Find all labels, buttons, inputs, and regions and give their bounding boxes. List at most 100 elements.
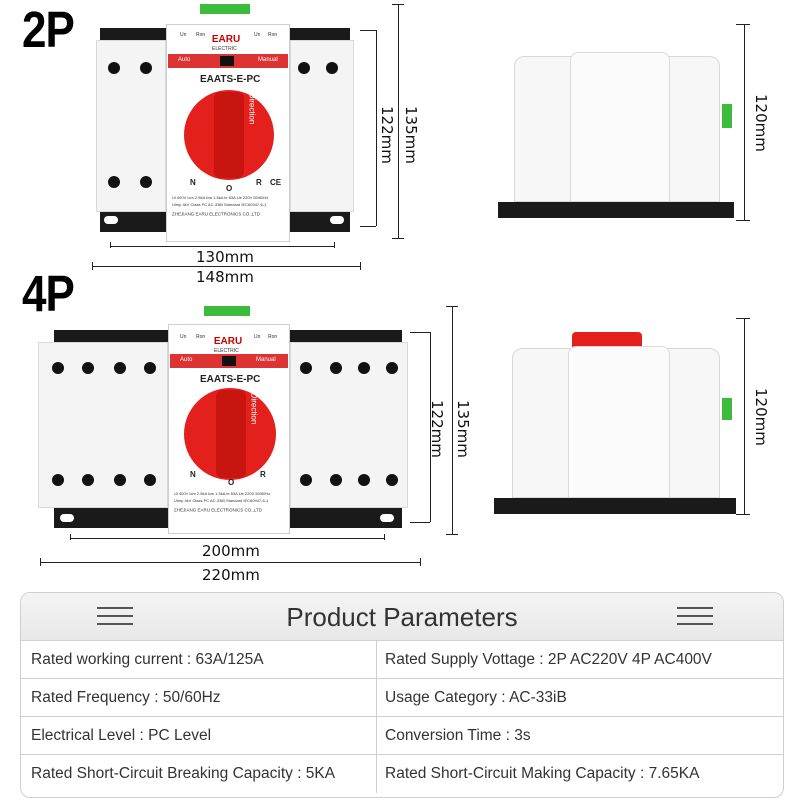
brand-sub: ELECTRIC: [212, 46, 237, 52]
ron-label: Ron: [268, 334, 278, 340]
terminal-icon: [52, 474, 64, 486]
terminal-icon: [300, 474, 312, 486]
table-row: Electrical Level : PC Level Conversion T…: [21, 717, 783, 755]
dim-line: [110, 242, 111, 248]
mode-switch-icon[interactable]: [220, 56, 234, 66]
un-label: Un: [180, 32, 187, 38]
brand-logo: EARU: [213, 336, 243, 347]
terminal-icon: [82, 474, 94, 486]
terminal-icon: [114, 362, 126, 374]
terminal-icon: [108, 62, 120, 74]
dim-line: [410, 332, 430, 333]
dim-outer-height-4p: 135mm: [454, 400, 472, 458]
ron-label: Ron: [196, 334, 206, 340]
terminal-icon: [300, 362, 312, 374]
position-n-label: N: [190, 178, 196, 187]
spec-line-1: Ui 400V Icm 2.5kA Icw 1.5kA Ie 63A Ue 22…: [172, 196, 269, 201]
parameters-title: Product Parameters: [286, 602, 518, 632]
terminal-icon: [144, 362, 156, 374]
dim-side-height-2p: 120mm: [752, 94, 770, 152]
dim-outer-height-2p: 135mm: [402, 106, 420, 164]
brand-sub: ELECTRIC: [214, 348, 239, 354]
side-view-cap-4p: [568, 346, 670, 498]
side-view-base-2p: [498, 202, 734, 218]
dim-inner-width-4p: 200mm: [202, 542, 260, 560]
un-label: Un: [254, 334, 261, 340]
ron-label: Ron: [196, 32, 206, 38]
un-label: Un: [180, 334, 187, 340]
auto-label: Auto: [178, 57, 191, 63]
param-cell: Conversion Time : 3s: [385, 727, 531, 744]
variant-label-2p: 2P: [22, 2, 75, 59]
menu-lines-icon: [677, 605, 713, 629]
dim-line: [376, 30, 377, 226]
parameters-header: Product Parameters: [21, 593, 783, 641]
dim-line: [360, 262, 361, 270]
param-cell: Rated working current : 63A/125A: [21, 641, 377, 679]
side-connector-icon: [722, 398, 732, 420]
spec-line-2: Uimp 4kV Class PC AC-33iB Standard IEC60…: [174, 499, 269, 504]
dim-line: [446, 534, 458, 535]
manual-label: Manual: [258, 57, 278, 63]
terminal-icon: [82, 362, 94, 374]
position-n-label: N: [190, 470, 196, 479]
manual-label: Manual: [256, 357, 276, 363]
dim-line: [384, 534, 385, 540]
knob-handle[interactable]: [214, 92, 244, 178]
table-row: Rated Short-Circuit Breaking Capacity : …: [21, 755, 783, 793]
mount-hole-left: [60, 514, 74, 522]
dim-line: [420, 558, 421, 566]
dim-line: [736, 24, 750, 25]
dim-side-height-4p: 120mm: [752, 388, 770, 446]
mount-hole-left: [104, 216, 118, 224]
model-label: EAATS-E-PC: [200, 74, 261, 85]
dim-line: [92, 266, 360, 267]
terminal-icon: [358, 474, 370, 486]
param-cell: Electrical Level : PC Level: [21, 717, 377, 755]
param-cell: Rated Frequency : 50/60Hz: [21, 679, 377, 717]
position-r-label: R: [260, 470, 266, 479]
table-row: Rated working current : 63A/125A Rated S…: [21, 641, 783, 679]
param-cell: Usage Category : AC-33iB: [385, 689, 567, 706]
variant-label-4p: 4P: [22, 266, 75, 323]
dim-line: [744, 318, 745, 514]
pole-left-2p: [96, 40, 166, 212]
dim-line: [430, 332, 431, 522]
spec-line-1: Ui 400V Icm 2.5kA Icw 1.5kA Ie 63A Ue 22…: [174, 492, 271, 497]
un-label: Un: [254, 32, 261, 38]
param-cell: Rated Short-Circuit Making Capacity : 7.…: [385, 765, 700, 782]
maker-label: ZHEJIANG EARU ELECTRONICS CO.,LTD: [174, 508, 262, 514]
model-label: EAATS-E-PC: [200, 374, 261, 385]
param-cell: Rated Short-Circuit Breaking Capacity : …: [21, 755, 377, 793]
menu-lines-icon: [97, 605, 133, 629]
terminal-icon: [114, 474, 126, 486]
brand-logo: EARU: [211, 34, 241, 45]
mount-hole-right: [380, 514, 394, 522]
control-connector: [204, 306, 250, 316]
dim-line: [398, 4, 399, 238]
dim-line: [360, 30, 376, 31]
terminal-icon: [330, 474, 342, 486]
dim-line: [736, 220, 750, 221]
terminal-icon: [52, 362, 64, 374]
dim-line: [70, 538, 384, 539]
dim-line: [736, 514, 750, 515]
side-view-cap-2p: [570, 52, 670, 202]
position-o-label: O: [226, 184, 233, 193]
dim-line: [334, 242, 335, 248]
ce-mark: CE: [270, 178, 282, 187]
dim-line: [452, 306, 453, 534]
spec-line-2: Uimp 4kV Class PC AC-33iB Standard IEC60…: [172, 203, 267, 208]
terminal-icon: [140, 176, 152, 188]
mode-switch-icon[interactable]: [222, 356, 236, 366]
terminal-icon: [326, 62, 338, 74]
table-row: Rated Frequency : 50/60Hz Usage Category…: [21, 679, 783, 717]
terminal-icon: [386, 474, 398, 486]
terminal-icon: [358, 362, 370, 374]
terminal-icon: [298, 62, 310, 74]
side-connector-icon: [722, 104, 732, 128]
dim-line: [360, 226, 376, 227]
knob-handle[interactable]: [216, 390, 246, 478]
knob-direction-label: Direction: [247, 92, 257, 125]
dim-line: [736, 318, 750, 319]
